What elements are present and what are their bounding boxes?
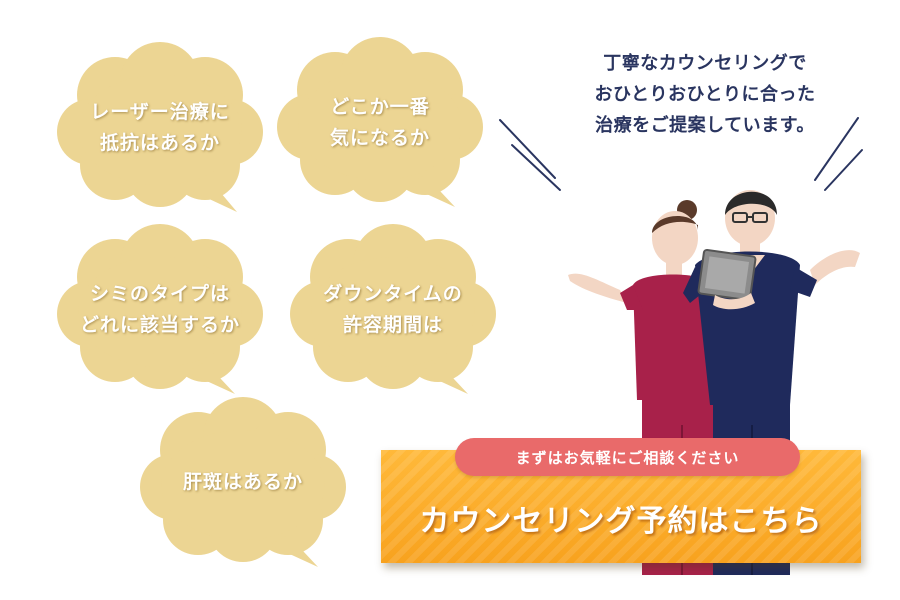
concern-bubble-type: シミのタイプは どれに該当するか — [55, 222, 265, 397]
cloud-bubble-icon — [140, 397, 346, 567]
concern-bubble-area: どこか一番 気になるか — [275, 35, 485, 210]
cta-consult-pill: まずはお気軽にご相談ください — [455, 438, 800, 476]
counseling-headline: 丁寧なカウンセリングで おひとりおひとりに合った 治療をご提案しています。 — [594, 53, 816, 136]
cloud-bubble-icon — [277, 37, 483, 207]
bubble-text: レーザー治療に 抵抗はあるか — [90, 100, 230, 154]
cloud-bubble-icon — [290, 224, 496, 394]
cloud-bubble-icon — [57, 224, 263, 394]
bubble-text: 肝斑はあるか — [182, 471, 303, 493]
concern-bubble-melasma: 肝斑はあるか — [138, 395, 348, 570]
bubble-text: シミのタイプは どれに該当するか — [79, 282, 240, 336]
concern-bubble-downtime: ダウンタイムの 許容期間は — [288, 222, 498, 397]
concern-bubble-laser: レーザー治療に 抵抗はあるか — [55, 40, 265, 215]
bubble-text: ダウンタイムの 許容期間は — [323, 282, 463, 336]
cta-button-label: カウンセリング予約はこちら — [419, 503, 823, 539]
bubble-text: どこか一番 気になるか — [329, 95, 430, 149]
cloud-bubble-icon — [57, 42, 263, 212]
